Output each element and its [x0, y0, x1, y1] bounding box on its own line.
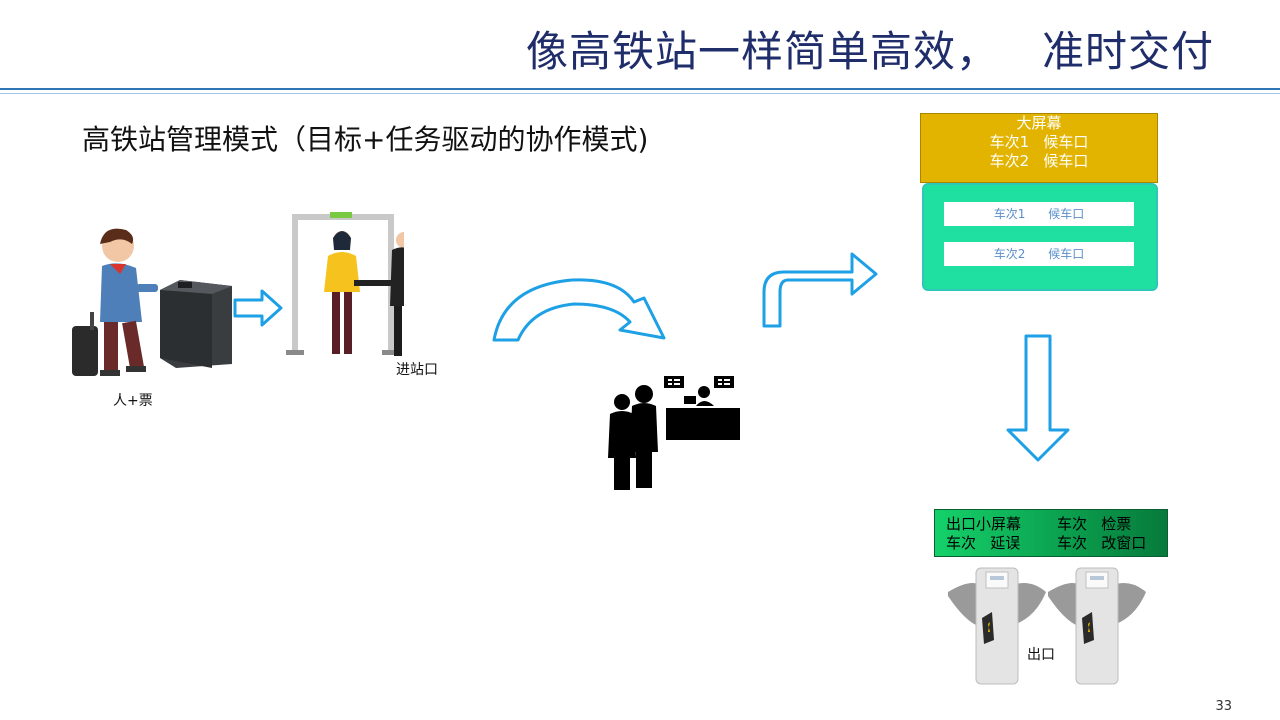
- bent-arrow-icon: [762, 252, 878, 328]
- exit-screen-display: 出口小屏幕 车次 延误 车次 检票 车次 改窗口: [934, 509, 1168, 557]
- arrow-right-icon: [233, 289, 283, 327]
- ticket-machine-illustration: [160, 280, 232, 368]
- title-divider-thin: [0, 93, 1280, 94]
- exit-label: 出口: [1027, 647, 1055, 663]
- big-screen-title: 大屏幕: [1016, 114, 1062, 132]
- exit-screen-text: 出口小屏幕: [946, 515, 1022, 533]
- exit-screen-text: 车次 检票: [1057, 515, 1132, 533]
- page-number: 33: [1215, 699, 1232, 714]
- title-divider: [0, 88, 1280, 90]
- ticket-gates-illustration: [948, 567, 1146, 685]
- big-screen-row: 车次2 候车口: [989, 152, 1089, 170]
- service-counter-icon: [608, 376, 740, 490]
- exit-screen-text: 车次 改窗口: [1057, 534, 1147, 552]
- traveler-illustration: [72, 228, 158, 376]
- panel-row: 车次2 候车口: [944, 242, 1134, 266]
- waiting-room-panel: 车次1 候车口 车次2 候车口: [922, 183, 1158, 291]
- person-ticket-label: 人+票: [113, 393, 153, 409]
- exit-screen-text: 车次 延误: [946, 534, 1021, 552]
- curved-arrow-icon: [492, 278, 666, 342]
- arrow-down-icon: [1006, 334, 1070, 462]
- security-gate-illustration: [286, 212, 404, 356]
- slide-title: 像高铁站一样简单高效， 准时交付: [525, 27, 1214, 76]
- big-screen-row: 车次1 候车口: [989, 133, 1089, 151]
- big-screen-display: 大屏幕 车次1 候车口 车次2 候车口: [920, 113, 1158, 183]
- panel-row: 车次1 候车口: [944, 202, 1134, 226]
- entrance-label: 进站口: [396, 362, 438, 378]
- section-heading: 高铁站管理模式（目标+任务驱动的协作模式): [82, 123, 649, 156]
